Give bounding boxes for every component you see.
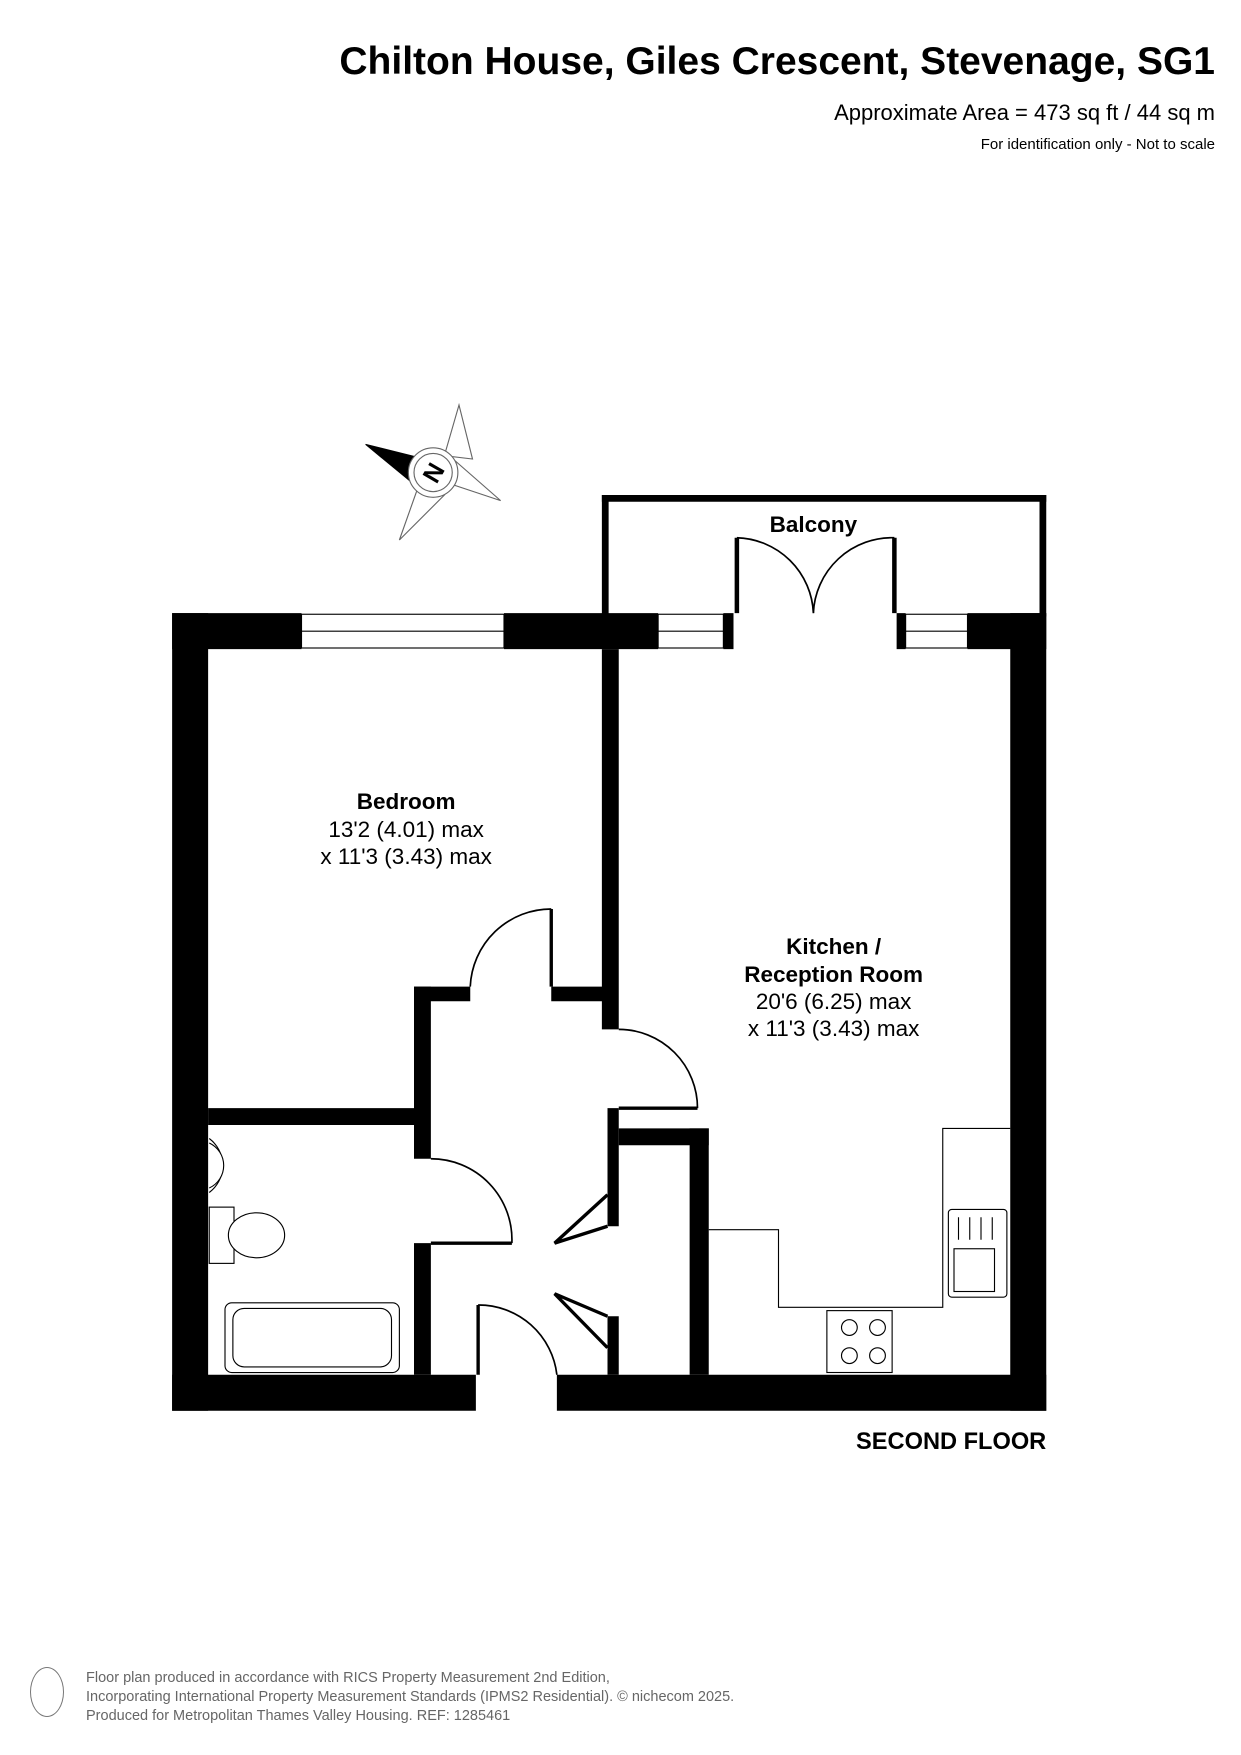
kitchen-label: Kitchen / xyxy=(786,934,882,959)
bedroom-dimension-2: x 11'3 (3.43) max xyxy=(320,844,492,869)
windows xyxy=(300,613,969,649)
scale-note: For identification only - Not to scale xyxy=(980,136,1215,153)
floor-label: SECOND FLOOR xyxy=(856,1429,1046,1455)
footer-line-3: Produced for Metropolitan Thames Valley … xyxy=(86,1708,511,1724)
kitchen-counter xyxy=(708,1127,1011,1308)
walls xyxy=(172,613,1047,1411)
person-icon xyxy=(30,1667,64,1717)
footer: Floor plan produced in accordance with R… xyxy=(86,1669,734,1726)
bathroom-fixtures xyxy=(208,1138,400,1374)
approximate-area: Approximate Area = 473 sq ft / 44 sq m xyxy=(834,100,1215,125)
page-title: Chilton House, Giles Crescent, Stevenage… xyxy=(339,40,1215,83)
balcony-label: Balcony xyxy=(770,512,858,537)
footer-line-2: Incorporating International Property Mea… xyxy=(86,1689,735,1705)
balcony-outline xyxy=(601,495,1047,617)
bedroom-dimension-1: 13'2 (4.01) max xyxy=(328,817,484,842)
kitchen-dimension-1: 20'6 (6.25) max xyxy=(756,989,912,1014)
compass-icon: N xyxy=(365,402,501,541)
kitchen-dimension-2: x 11'3 (3.43) max xyxy=(748,1016,920,1041)
sink-icon xyxy=(947,1208,1008,1298)
footer-line-1: Floor plan produced in accordance with R… xyxy=(86,1670,610,1686)
bedroom-label: Bedroom xyxy=(357,789,456,814)
hob-icon xyxy=(826,1310,893,1374)
reception-room-label: Reception Room xyxy=(744,962,923,987)
doors xyxy=(430,536,897,1375)
